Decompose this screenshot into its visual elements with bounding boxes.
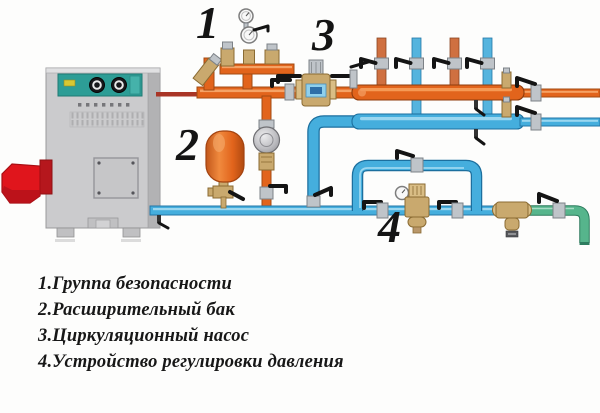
riser-valve [394,57,424,70]
return-manifold-outlet [501,96,542,131]
safety-group [192,8,295,101]
callout-2: 2 [175,119,199,170]
riser-valve [359,57,389,70]
pump-rotor-icon [252,126,281,154]
supply-manifold [351,84,525,101]
drop-valve [259,184,288,200]
vent-grille [69,111,145,128]
power-indicator-icon [63,79,76,87]
inspection-hatch [93,157,139,199]
drop-pipe-assembly [252,119,288,200]
boiler-feet [55,217,141,242]
boiler [45,67,161,242]
supply-manifold-outlet [501,67,542,102]
boiler-logo [78,103,130,107]
riser-valve [465,57,495,70]
bypass-valve [395,149,424,173]
boiler-control-panel [57,73,143,97]
check-valve [192,52,223,87]
safety-valve [220,41,235,67]
supply-shutoff-valve [270,78,295,101]
legend-item-expansion-tank: 2.Расширительный бак [38,300,235,320]
legend-item-pressure-regulator: 4.Устройство регулировки давления [38,352,344,372]
callout-1: 1 [196,0,219,48]
riser-valve [432,57,462,70]
makeup-line [362,149,566,238]
return-drop-valve [306,186,333,208]
return-manifold [307,113,600,212]
boiler-drain-cock-icon [157,215,170,230]
shutoff-valve [437,200,464,219]
pressure-gauge-icon [238,8,254,29]
shutoff-valve [362,200,389,219]
callout-3: 3 [311,9,335,60]
burner [1,159,53,204]
circulation-pump [276,59,356,107]
drain-cock-icon [474,100,486,117]
control-knob-icon [111,77,127,93]
inlet-valve [537,192,566,219]
legend-item-circulation-pump: 3.Циркуляционный насос [38,326,250,346]
air-vent-icon [264,43,280,65]
callout-4: 4 [377,201,401,252]
expansion-tank [205,130,245,209]
inlet-pipe [524,205,590,245]
relief-valve-gauge-icon [240,24,270,65]
pressure-regulator [394,183,430,234]
riser-valves [359,57,495,70]
control-knob-icon [89,77,105,93]
water-filter [492,201,532,238]
legend-item-safety-group: 1.Группа безопасности [38,274,232,294]
drain-cock-icon [474,129,486,146]
legend: 1.Группа безопасности 2.Расширительный б… [38,271,344,375]
tank-valve [207,185,245,209]
